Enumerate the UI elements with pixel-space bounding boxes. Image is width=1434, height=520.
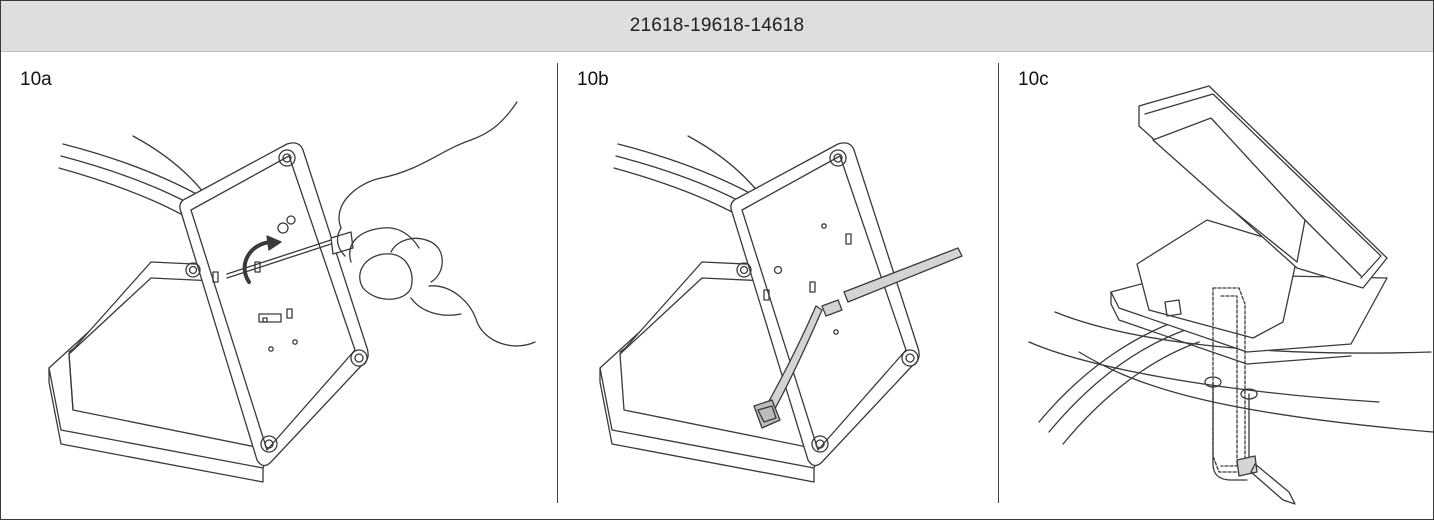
cable-bundle [1039,318,1199,444]
step-panel-10c: 10c [999,52,1433,519]
terminal-base [1111,220,1387,364]
cable-tie [1237,456,1295,504]
cable-tie [754,248,962,428]
terminal-monitor [1139,86,1387,288]
step-label: 10a [20,69,52,90]
screw-removal-illustration [1,52,557,519]
panel-divider [998,63,999,503]
mounted-terminal-illustration [999,52,1433,519]
panel-divider [557,63,558,503]
step-panel-10b: 10b [558,52,998,519]
mounting-plate [180,143,368,466]
step-label: 10c [1018,69,1049,90]
screwdriver [227,216,353,282]
cable-tie-illustration [558,52,998,519]
step-label: 10b [577,69,609,90]
step-panel-10a: 10a [1,52,557,519]
hand-holding-screwdriver [338,102,535,346]
figure-title: 21618-19618-14618 [1,1,1433,52]
